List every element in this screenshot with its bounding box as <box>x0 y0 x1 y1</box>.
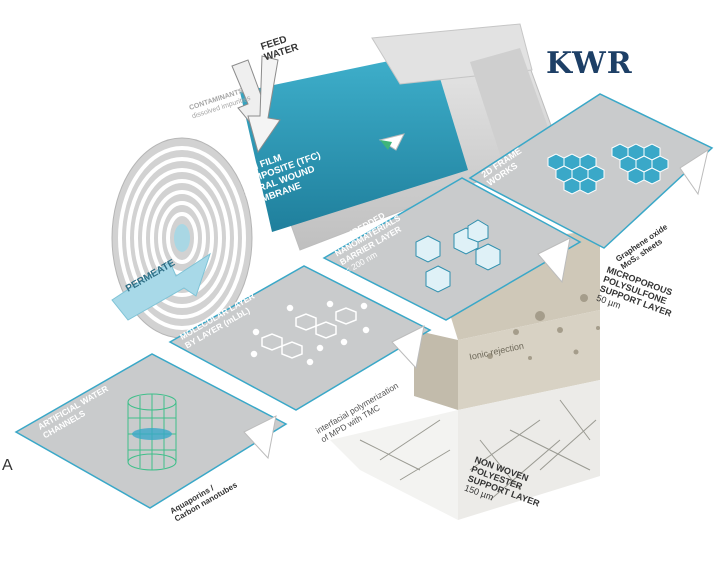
contaminants-label: CONTAMINANTS dissolved impurities <box>188 86 252 120</box>
molecular-network <box>250 300 370 366</box>
spiral-roll <box>111 23 561 339</box>
nanoparticles <box>415 219 501 293</box>
figure-letter: A <box>2 457 13 474</box>
layer-block: Ionic rejection <box>330 230 600 520</box>
feed-water-label: FEED WATER <box>260 31 301 63</box>
graphene-sheets <box>547 143 669 195</box>
tfc-label: THIN FILM COMPOSITE (TFC) SPIRAL WOUND M… <box>235 139 332 210</box>
polysulfone-side <box>458 310 600 410</box>
panel-nano-barrier: PA EMBEDDED NANOMATERIALS BARRIER LAYER … <box>322 177 582 321</box>
polyester-side <box>458 380 600 520</box>
feed-water-arrows: FEED WATER CONTAMINANTS dissolved impuri… <box>188 31 301 154</box>
polysulfone-label: MICROPOROUS POLYSULFONE SUPPORT LAYER 50… <box>595 264 682 328</box>
kwr-logo: KWR <box>546 46 633 81</box>
tfc-membrane-band <box>240 52 468 232</box>
